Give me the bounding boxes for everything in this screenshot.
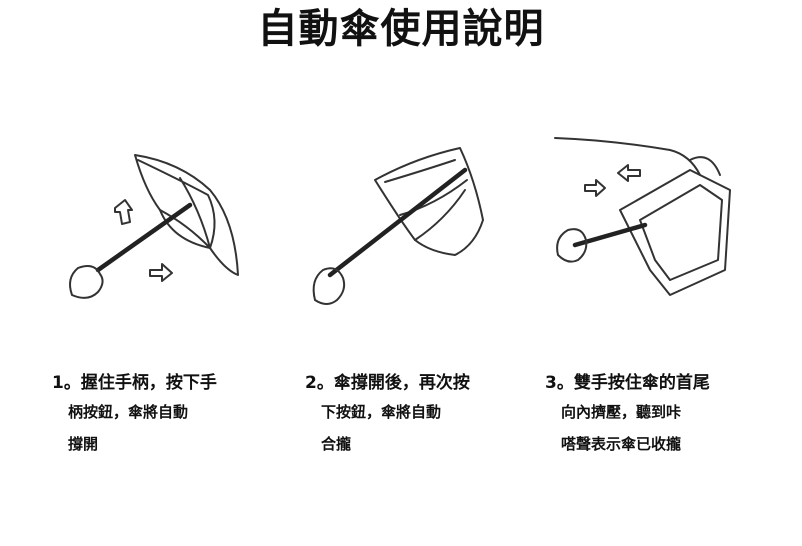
step2-caption: 2。傘撐開後，再次按 下按鈕，傘將自動 合攏: [305, 370, 470, 460]
left-arrow-icon: [617, 164, 641, 182]
step1-line3: 撐開: [68, 435, 99, 453]
step2-line3: 合攏: [321, 435, 352, 453]
step3-line1: 3。雙手按住傘的首尾: [545, 373, 710, 393]
step1-line2: 柄按鈕，傘將自動: [68, 403, 189, 421]
step2-line2: 下按鈕，傘將自動: [321, 403, 442, 421]
up-arrow-icon: [114, 199, 133, 225]
right-arrow-icon: [149, 263, 173, 282]
step2-line1: 2。傘撐開後，再次按: [305, 373, 470, 393]
hands-icon: [554, 137, 721, 263]
umbrella-closing-icon: [327, 147, 484, 278]
step1-caption: 1。握住手柄，按下手 柄按鈕，傘將自動 撐開: [52, 370, 217, 460]
umbrella-opening-icon: [95, 154, 239, 276]
step1-line1: 1。握住手柄，按下手: [52, 373, 217, 393]
step3-line3: 嗒聲表示傘已收攏: [561, 435, 682, 453]
hand-icon: [312, 267, 346, 305]
step3-line2: 向內擠壓，聽到咔: [561, 403, 682, 421]
hand-icon: [69, 265, 104, 299]
page-title: 自動傘使用說明: [257, 6, 545, 52]
step1-illustration: [69, 154, 239, 299]
step3-illustration: [554, 137, 731, 296]
step3-caption: 3。雙手按住傘的首尾 向內擠壓，聽到咔 嗒聲表示傘已收攏: [545, 370, 710, 460]
right-arrow-icon: [584, 179, 606, 197]
step2-illustration: [312, 147, 484, 305]
